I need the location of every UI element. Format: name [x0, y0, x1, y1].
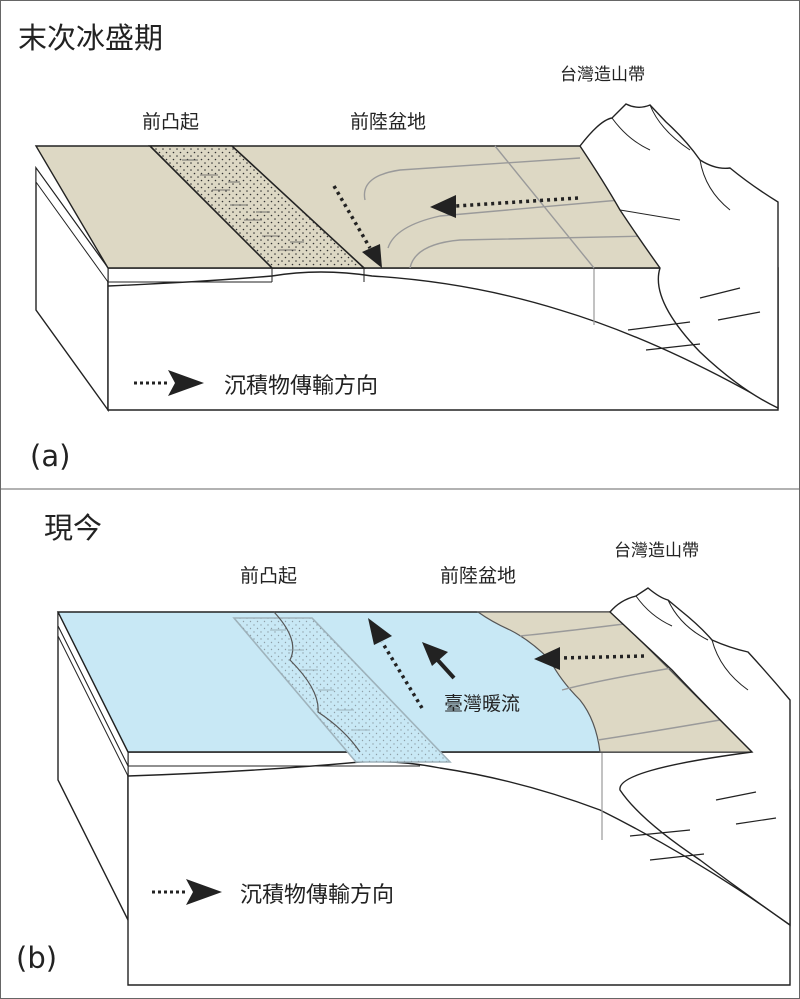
panel-b-transport-arrows	[368, 618, 645, 709]
panel-a-forebulge-label: 前凸起	[142, 111, 199, 133]
panel-a-transport-arrows	[332, 185, 579, 268]
panel-b-title: 現今	[44, 511, 102, 545]
panel-a-orogen	[579, 103, 779, 410]
panel-a-title: 末次冰盛期	[18, 21, 163, 55]
panel-a-forebulge-dashes	[182, 159, 304, 251]
panel-b-current-label: 臺灣暖流	[444, 693, 520, 715]
legend-arrow-icon	[186, 879, 222, 905]
panel-b-legend-text: 沉積物傳輸方向	[240, 883, 394, 908]
panel-b-letter: (b)	[16, 941, 57, 975]
panel-b-forebulge-dashes	[270, 629, 370, 731]
panel-b: 現今 台灣造山帶 前凸起 前陸盆地	[16, 511, 791, 986]
panel-a-block	[35, 165, 779, 413]
panel-a-channels	[363, 145, 651, 269]
legend-arrow-icon	[168, 370, 204, 396]
panel-a-land-surface	[34, 145, 682, 269]
panel-a-forebulge-dots	[150, 146, 364, 268]
panel-b-warm-current-arrow	[422, 642, 456, 680]
panel-b-forebulge-dots	[234, 618, 450, 762]
panel-b-forebulge-crest-line	[273, 611, 361, 753]
panel-a-orogen-label: 台灣造山帶	[560, 65, 645, 85]
panel-b-foreland-basin-label: 前陸盆地	[440, 565, 516, 587]
panel-b-legend: 沉積物傳輸方向	[152, 879, 394, 908]
panel-a-legend-text: 沉積物傳輸方向	[224, 374, 378, 399]
panel-b-orogen	[609, 587, 791, 927]
panel-a-letter: (a)	[30, 439, 70, 473]
panel-b-forebulge-label: 前凸起	[240, 565, 297, 587]
panel-a: 末次冰盛期 台灣造山帶 前凸起 前陸盆地	[18, 21, 779, 473]
panel-a-legend: 沉積物傳輸方向	[134, 370, 378, 399]
panel-b-orogen-label: 台灣造山帶	[614, 541, 699, 561]
panel-a-foreland-basin-label: 前陸盆地	[350, 111, 426, 133]
